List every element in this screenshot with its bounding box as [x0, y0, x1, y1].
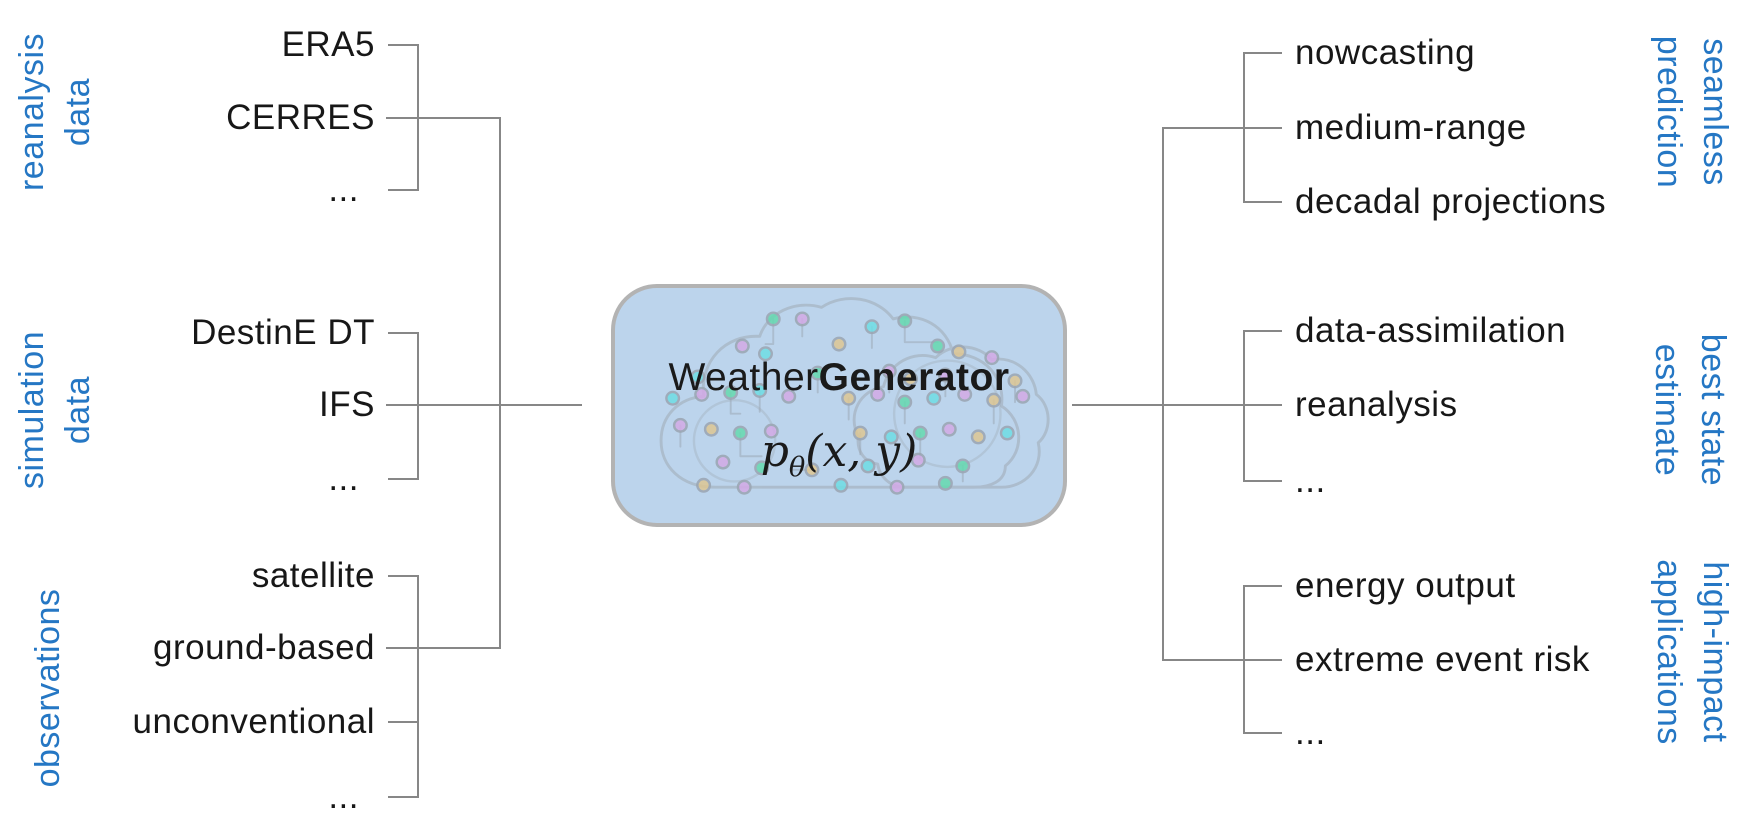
category-label-line: estimate — [1648, 343, 1686, 477]
category-label-high-impact-applications: high-impact applications — [1646, 559, 1738, 745]
output-item-nowcasting: nowcasting — [1295, 33, 1476, 72]
model-title-bold: Generator — [818, 356, 1010, 399]
input-item-cerres: CERRES — [226, 98, 375, 137]
model-title-regular: Weather — [668, 356, 819, 399]
input-item-ellipsis: ... — [328, 170, 359, 209]
output-item-decadal-projections: decadal projections — [1295, 182, 1607, 221]
output-item-data-assimilation: data-assimilation — [1295, 311, 1567, 350]
output-item-energy-output: energy output — [1295, 566, 1516, 605]
category-label-seamless-prediction: seamless prediction — [1646, 36, 1738, 188]
output-item-reanalysis: reanalysis — [1295, 385, 1458, 424]
input-item-satellite: satellite — [251, 556, 375, 595]
input-item-destine-dt: DestinE DT — [191, 313, 375, 352]
category-label-line: seamless — [1696, 38, 1734, 186]
category-label-line: prediction — [1650, 35, 1688, 189]
formula-p: p — [760, 426, 789, 477]
model-formula: pθ(x, y) — [615, 424, 1063, 496]
input-item-era5: ERA5 — [281, 25, 375, 64]
model-title: WeatherGenerator — [615, 355, 1063, 401]
input-item-ground-based: ground-based — [153, 628, 375, 667]
output-item-ellipsis: ... — [1295, 713, 1326, 752]
category-label-best-state-estimate: best state estimate — [1644, 334, 1736, 486]
right-connectors — [1072, 52, 1282, 734]
category-label-line: applications — [1650, 559, 1688, 745]
output-item-ellipsis: ... — [1295, 461, 1326, 500]
input-item-ifs: IFS — [319, 385, 375, 424]
formula-theta-subscript: θ — [788, 451, 806, 483]
formula-args: (x, y) — [805, 426, 918, 477]
weathergenerator-model-box: WeatherGenerator pθ(x, y) — [611, 284, 1067, 527]
category-label-line: best state — [1694, 333, 1732, 487]
category-label-observations: observations — [25, 589, 71, 788]
input-item-unconventional: unconventional — [132, 702, 375, 741]
input-item-ellipsis: ... — [328, 459, 359, 498]
input-item-ellipsis: ... — [328, 777, 359, 816]
circuit-cloud-graphic — [659, 297, 1050, 495]
category-label-line: high-impact — [1696, 561, 1734, 743]
output-item-medium-range: medium-range — [1295, 108, 1527, 147]
output-item-extreme-event-risk: extreme event risk — [1295, 640, 1590, 679]
left-connectors — [386, 44, 582, 798]
category-label-line: observations — [29, 588, 67, 788]
